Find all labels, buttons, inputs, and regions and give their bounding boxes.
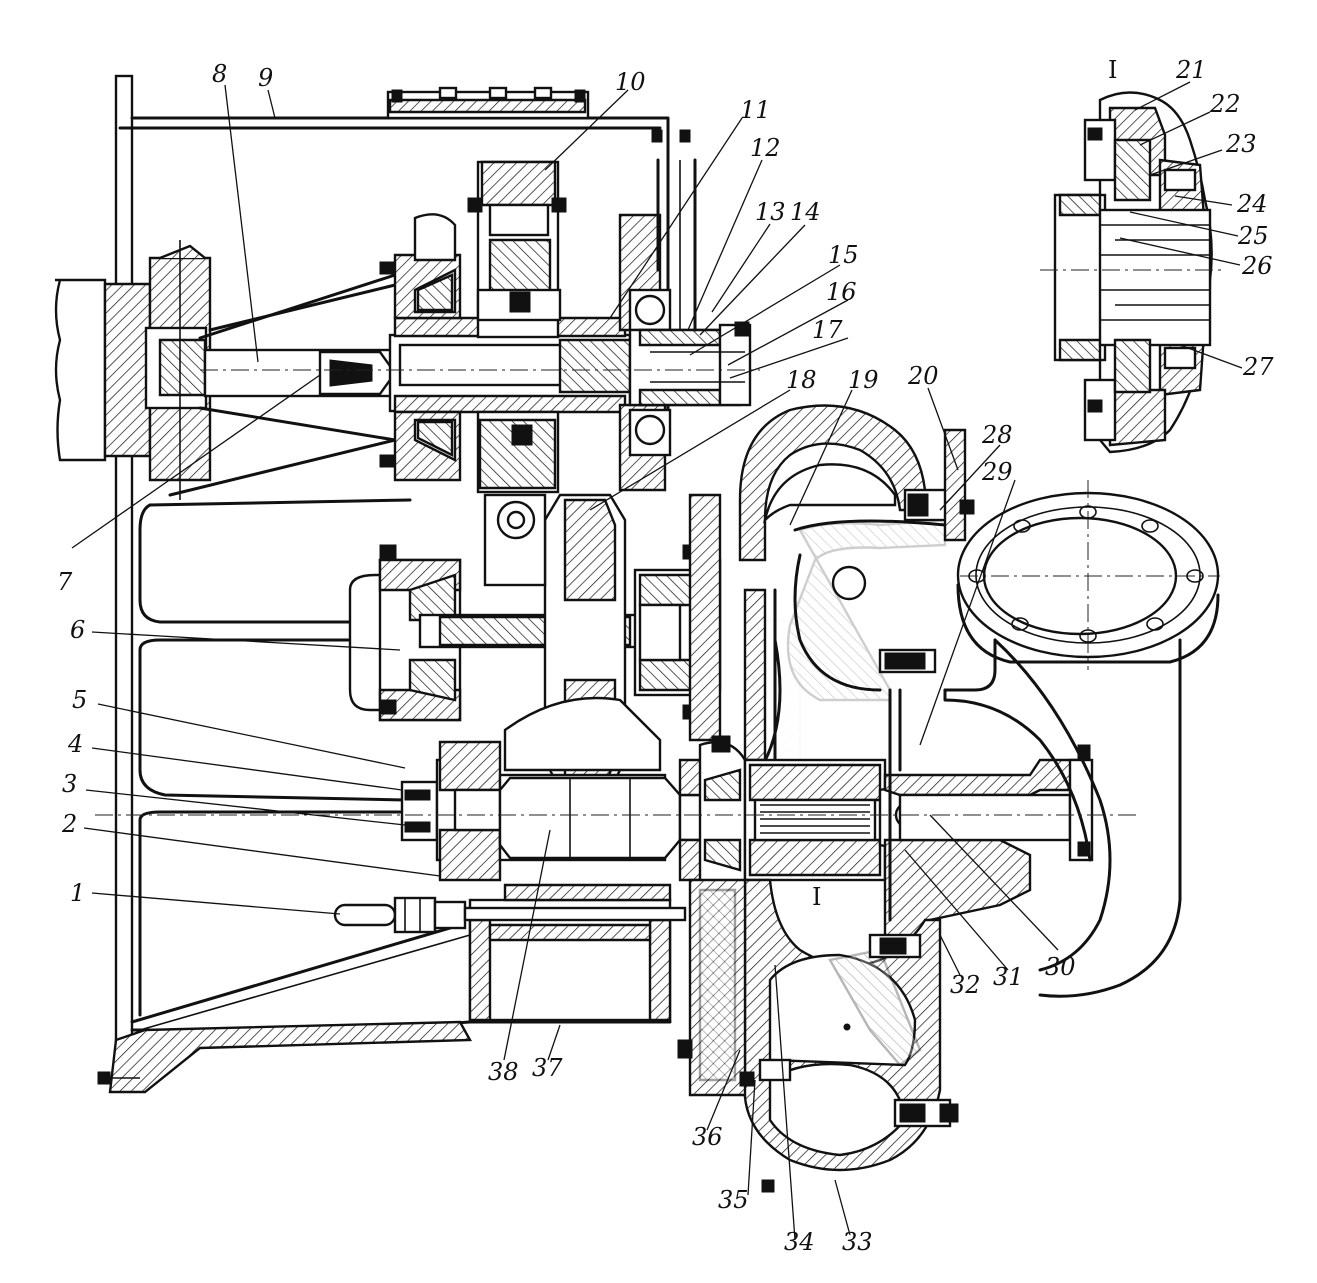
callout-14: 14 [790, 198, 821, 226]
callout-1: 1 [70, 879, 85, 907]
callout-33: 33 [842, 1228, 873, 1256]
callout-22: 22 [1209, 90, 1241, 118]
callout-5: 5 [72, 686, 87, 714]
discharge-elbow [943, 480, 1220, 998]
leader-lines [71, 81, 1243, 1241]
callout-2: 2 [61, 810, 77, 838]
callout-31: 31 [993, 963, 1024, 991]
callout-18: 18 [786, 366, 817, 394]
callout-9: 9 [258, 64, 273, 92]
callout-20: 20 [907, 362, 939, 390]
callout-12: 12 [750, 134, 781, 162]
callout-11: 11 [740, 96, 771, 124]
detail-inset [1040, 91, 1225, 454]
callout-26: 26 [1241, 252, 1273, 280]
callout-8: 8 [212, 60, 227, 88]
callout-36: 36 [692, 1123, 723, 1151]
gearbox [379, 86, 752, 494]
section-ref-mark: I [812, 883, 821, 911]
inset-title: I [1108, 56, 1117, 84]
callout-3: 3 [62, 770, 77, 798]
callout-30: 30 [1045, 953, 1076, 981]
callout-labels: 1 2 3 4 5 6 7 8 9 10 11 12 13 14 15 16 1… [57, 56, 1274, 1256]
drain-plug [333, 896, 687, 934]
callout-4: 4 [67, 730, 83, 758]
callout-24: 24 [1236, 190, 1268, 218]
callout-27: 27 [1242, 353, 1274, 381]
callout-35: 35 [718, 1186, 749, 1214]
callout-6: 6 [70, 616, 85, 644]
callout-13: 13 [755, 198, 786, 226]
pump-volute [677, 404, 1094, 1193]
callout-25: 25 [1237, 222, 1269, 250]
callout-38: 38 [488, 1058, 519, 1086]
callout-34: 34 [784, 1228, 815, 1256]
callout-16: 16 [826, 278, 857, 306]
callout-19: 19 [848, 366, 879, 394]
callout-7: 7 [57, 568, 73, 596]
drive-coupling [54, 240, 397, 500]
callout-10: 10 [615, 68, 646, 96]
callout-17: 17 [812, 316, 843, 344]
callout-28: 28 [981, 421, 1013, 449]
callout-15: 15 [828, 241, 859, 269]
callout-29: 29 [981, 458, 1013, 486]
callout-23: 23 [1225, 130, 1257, 158]
callout-37: 37 [532, 1054, 563, 1082]
callout-21: 21 [1175, 56, 1207, 84]
callout-32: 32 [950, 971, 981, 999]
